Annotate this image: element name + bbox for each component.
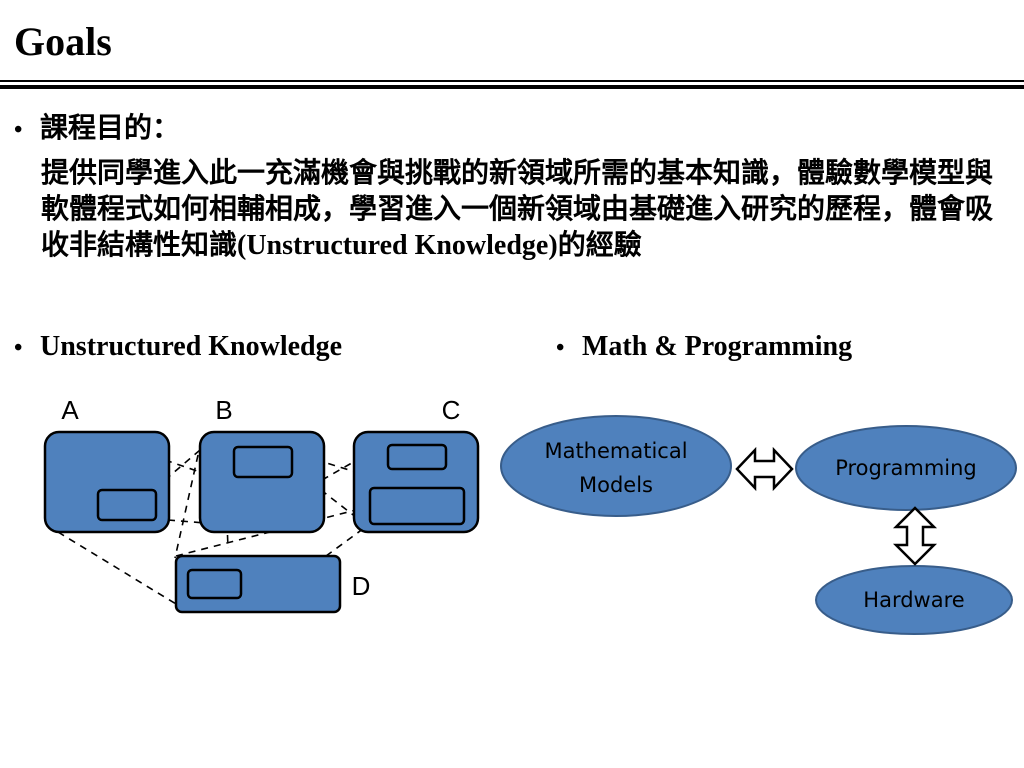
course-goals-paragraph: 提供同學進入此一充滿機會與挑戰的新領域所需的基本知識，體驗數學模型與軟體程式如何… <box>41 158 994 261</box>
node-hardware-label: Hardware <box>863 588 964 612</box>
title-divider-thick <box>0 85 1024 89</box>
slide-title: Goals <box>14 19 112 64</box>
bullet-math-programming: • Math & Programming <box>556 330 852 365</box>
bullet-glyph: • <box>14 335 23 361</box>
bullet-unstructured-knowledge: • Unstructured Knowledge <box>14 330 342 365</box>
unstructured-knowledge-diagram: A B C D <box>43 395 480 614</box>
node-hardware <box>815 565 1013 635</box>
box-a-inner <box>96 488 158 522</box>
title-divider-thin <box>0 80 1024 82</box>
label-d: D <box>352 571 371 601</box>
box-c-inner-top <box>386 443 448 471</box>
double-arrow-horizontal-icon <box>735 446 794 492</box>
connector-line <box>174 454 199 559</box>
label-b: B <box>215 395 232 425</box>
node-programming-label: Programming <box>835 456 977 480</box>
diagrams-svg: A B C D Mathematical Models Programming … <box>43 395 1017 635</box>
math-programming-diagram: Mathematical Models Programming Hardware <box>500 415 1017 635</box>
bullet-glyph: • <box>14 117 23 143</box>
node-mathematical-models-line1: Mathematical <box>544 439 687 463</box>
connector-line <box>167 519 206 524</box>
bullet-math-programming-text: Math & Programming <box>582 331 853 362</box>
bullet-course-goals: • 課程目的： <box>14 112 180 147</box>
bullet-unstructured-knowledge-text: Unstructured Knowledge <box>40 331 343 362</box>
bullet-glyph: • <box>556 335 565 361</box>
double-arrow-vertical-icon <box>892 506 938 566</box>
box-b-inner <box>232 445 294 479</box>
box-c-inner-bottom <box>368 486 466 526</box>
box-d-inner <box>186 568 243 600</box>
connector-line <box>57 531 177 605</box>
diagrams-area: A B C D Mathematical Models Programming … <box>0 380 1024 680</box>
node-mathematical-models <box>500 415 732 517</box>
label-a: A <box>61 395 79 425</box>
bullet-course-goals-text: 課程目的： <box>40 113 181 144</box>
label-c: C <box>442 395 461 425</box>
node-mathematical-models-line2: Models <box>579 473 653 497</box>
node-programming <box>795 425 1017 511</box>
